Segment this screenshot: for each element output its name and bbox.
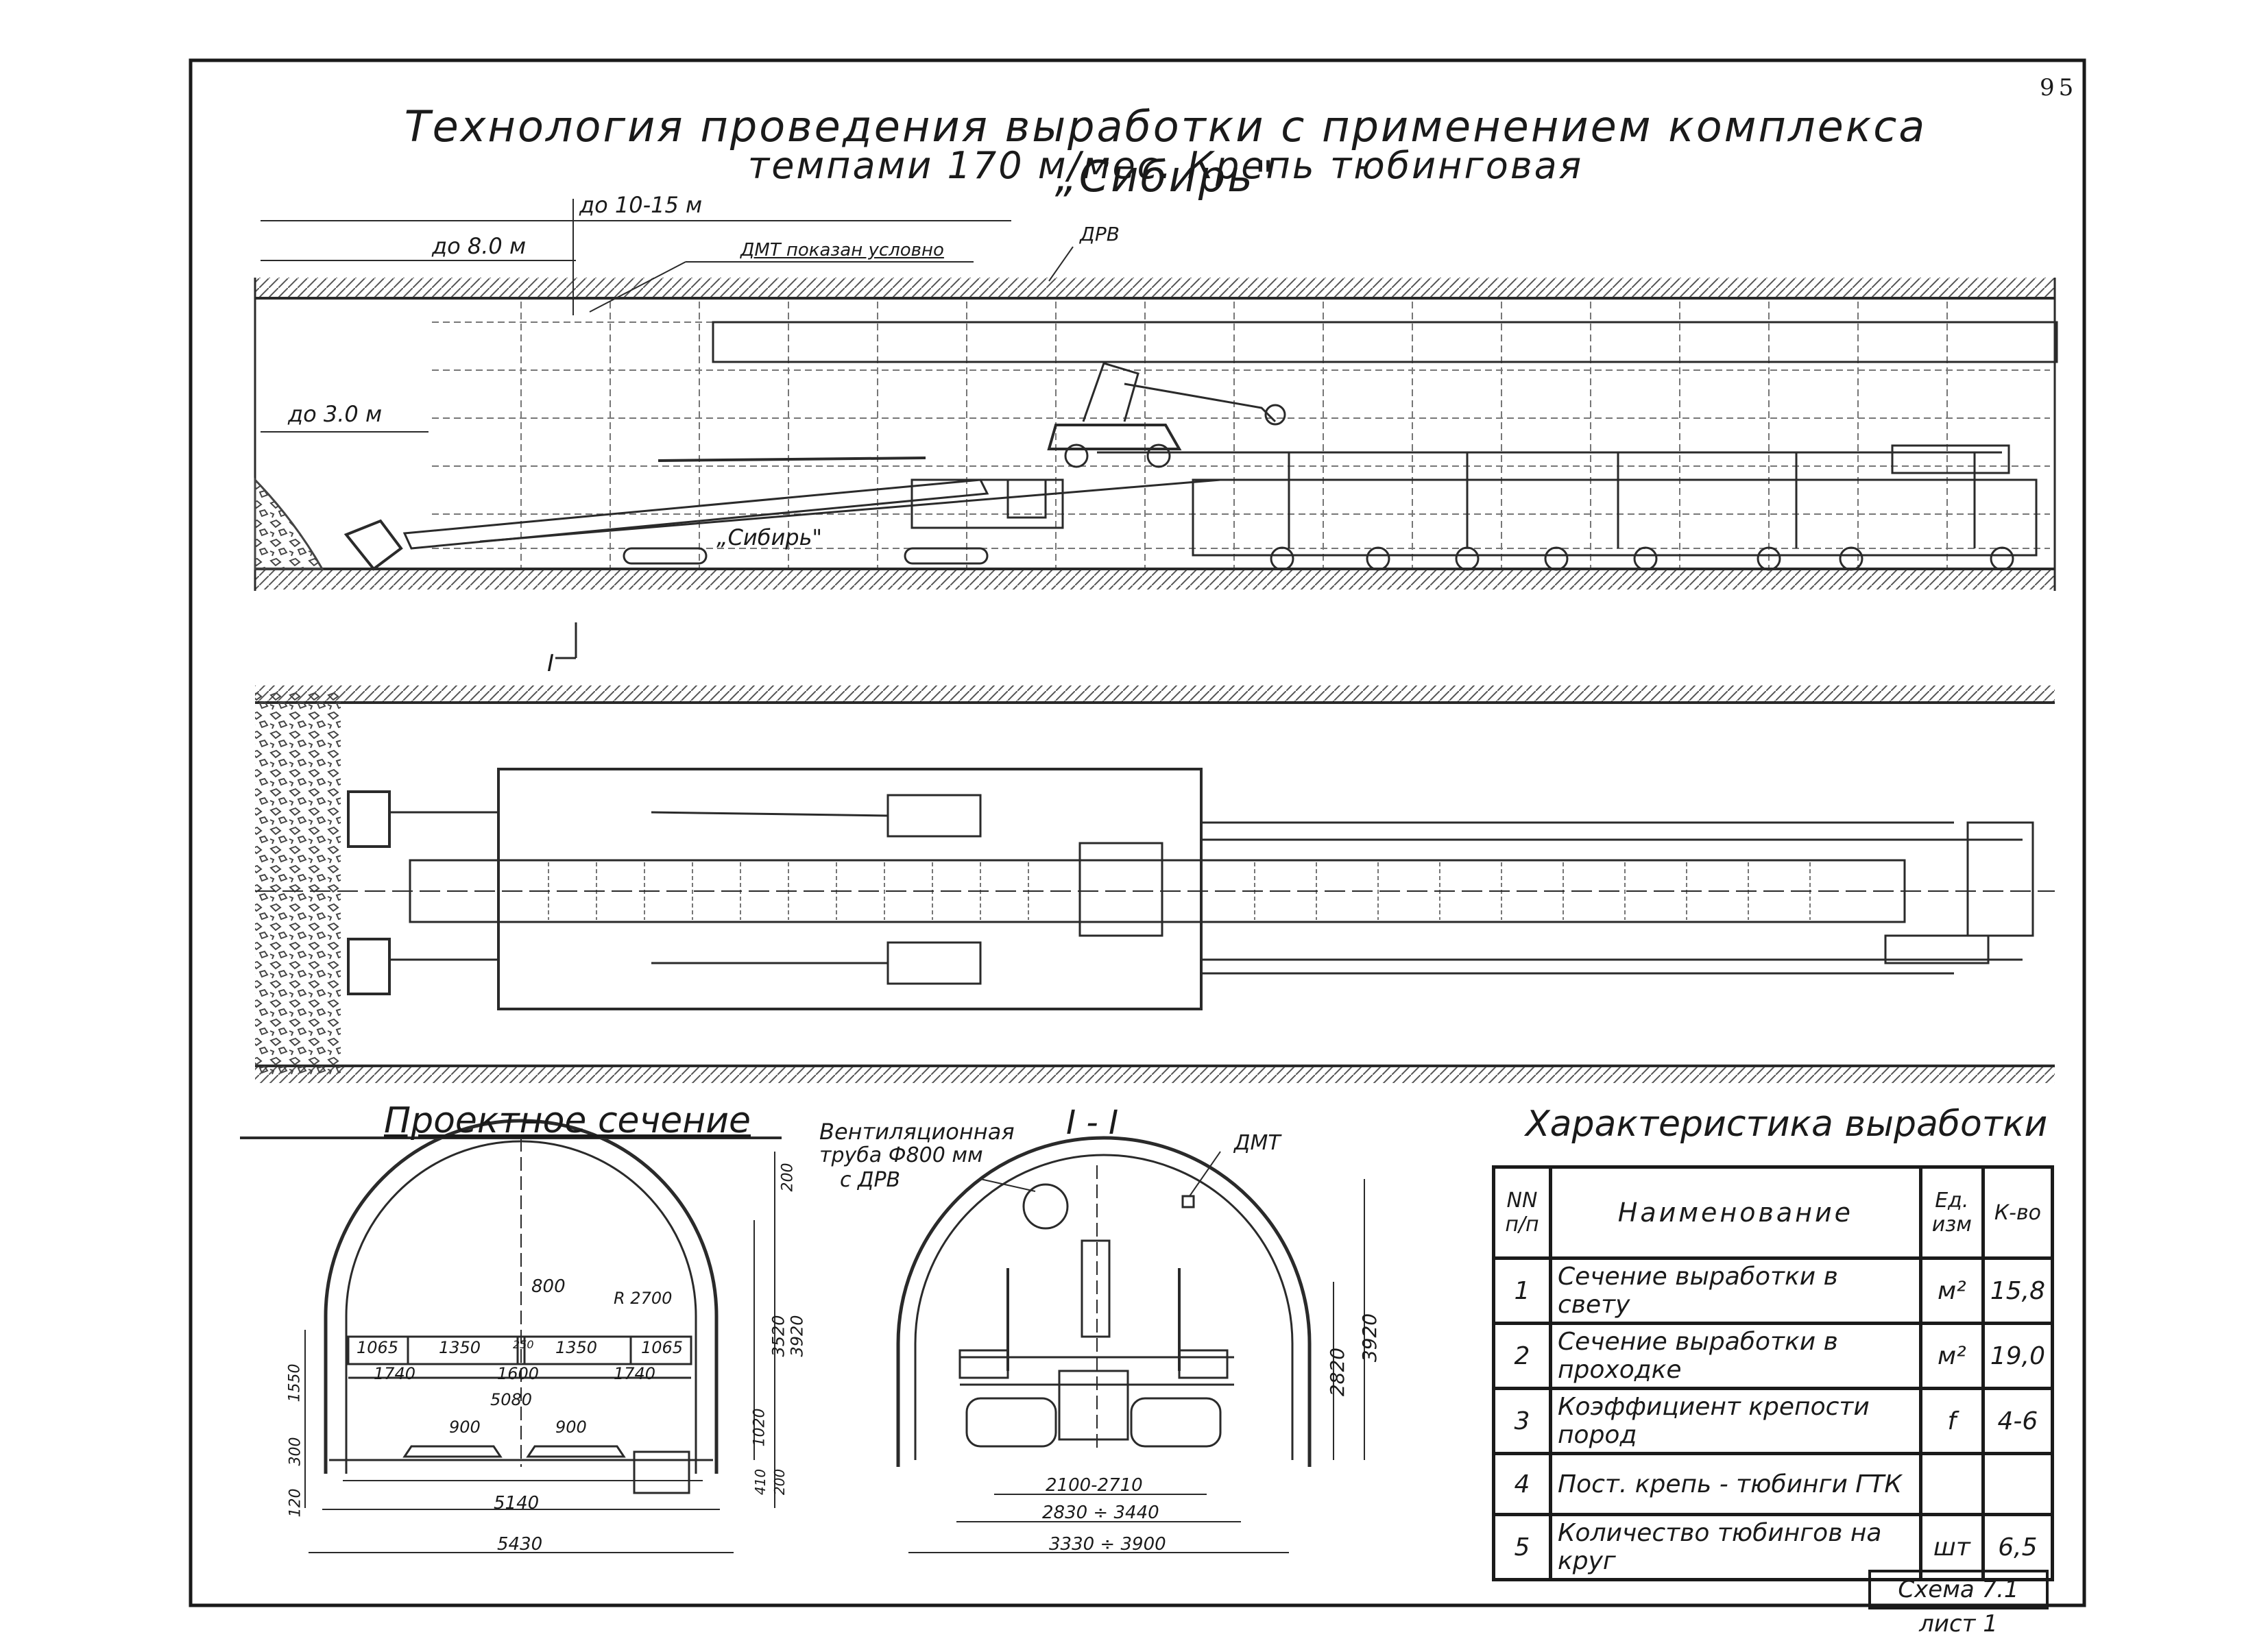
dim-rail-b: 900 bbox=[555, 1418, 587, 1437]
dim-5430: 5430 bbox=[497, 1534, 543, 1555]
dim-rail-a: 900 bbox=[449, 1418, 481, 1437]
row-val: 4-6 bbox=[1981, 1387, 2055, 1455]
table-header-row: NN п/п Наименование Ед. изм К-во bbox=[1492, 1165, 2055, 1260]
row-num: 5 bbox=[1492, 1513, 1552, 1581]
row-unit: f bbox=[1918, 1387, 1985, 1455]
design-cross-section bbox=[240, 1119, 782, 1553]
dmt-note: ДМТ показан условно bbox=[740, 240, 944, 260]
table-row: 3 Коэффициент крепости пород f 4-6 bbox=[1492, 1387, 2055, 1455]
row-unit bbox=[1918, 1452, 1985, 1516]
dim-row1-a: 1065 bbox=[357, 1338, 399, 1357]
header-name: Наименование bbox=[1549, 1165, 1922, 1260]
page-number: 95 bbox=[2040, 74, 2078, 101]
machine-name-label: „Сибирь" bbox=[716, 524, 823, 550]
row-name: Количество тюбингов на круг bbox=[1549, 1513, 1922, 1581]
row-num: 3 bbox=[1492, 1387, 1552, 1455]
design-section-heading: Проектное сечение bbox=[384, 1100, 751, 1141]
table-row: 4 Пост. крепь - тюбинги ГТК bbox=[1492, 1452, 2055, 1516]
dim-row1-c: 250 bbox=[513, 1338, 534, 1351]
dim-3920-design: 3920 bbox=[787, 1315, 807, 1357]
row-unit: м² bbox=[1918, 1322, 1985, 1390]
dim-5080: 5080 bbox=[490, 1390, 533, 1409]
dim-410: 410 bbox=[752, 1468, 769, 1496]
dim-3920-section: 3920 bbox=[1358, 1313, 1382, 1363]
dim-5140: 5140 bbox=[494, 1493, 540, 1514]
table-row: 2 Сечение выработки в проходке м² 19,0 bbox=[1492, 1322, 2055, 1390]
sheet-frame bbox=[189, 58, 2086, 1607]
dim-800: 800 bbox=[531, 1276, 566, 1297]
header-num: NN п/п bbox=[1492, 1165, 1552, 1260]
sheet-stamp: Схема 7.1 лист 1 bbox=[1868, 1570, 2049, 1638]
table-row: 1 Сечение выработки в свету м² 15,8 bbox=[1492, 1256, 2055, 1325]
header-unit: Ед. изм bbox=[1918, 1165, 1985, 1260]
characteristics-heading: Характеристика выработки bbox=[1525, 1104, 2048, 1145]
dim-left-300: 300 bbox=[287, 1437, 304, 1466]
row-name: Сечение выработки в свету bbox=[1549, 1256, 1922, 1325]
dim-2830-3440: 2830 ÷ 3440 bbox=[1042, 1503, 1159, 1523]
cut-mark-label: I bbox=[547, 650, 555, 677]
dim-left-120: 120 bbox=[287, 1488, 304, 1518]
plan-view bbox=[255, 685, 2055, 1083]
dim-row1-b: 1350 bbox=[439, 1338, 481, 1357]
row-unit: м² bbox=[1918, 1256, 1985, 1325]
section-I-I bbox=[896, 1136, 1365, 1553]
row-num: 1 bbox=[1492, 1256, 1552, 1325]
drawing-title: Технология проведения выработки с примен… bbox=[404, 101, 1927, 202]
dim-left-1550: 1550 bbox=[286, 1363, 304, 1402]
dim-row2-b: 1600 bbox=[497, 1364, 540, 1383]
row-num: 4 bbox=[1492, 1452, 1552, 1516]
row-name: Пост. крепь - тюбинги ГТК bbox=[1549, 1452, 1922, 1516]
row-val: 19,0 bbox=[1981, 1322, 2055, 1390]
dim-3330-3900: 3330 ÷ 3900 bbox=[1049, 1534, 1166, 1555]
dim-2820: 2820 bbox=[1326, 1347, 1349, 1397]
dim-label-10-15: до 10-15 м bbox=[579, 192, 703, 218]
header-val: К-во bbox=[1981, 1165, 2055, 1260]
dim-row1-d: 1350 bbox=[555, 1338, 598, 1357]
section-I-I-heading: I - I bbox=[1066, 1104, 1119, 1142]
row-name: Коэффициент крепости пород bbox=[1549, 1387, 1922, 1455]
characteristics-table: NN п/п Наименование Ед. изм К-во 1 Сечен… bbox=[1492, 1165, 2055, 1581]
dim-2100-2710: 2100-2710 bbox=[1046, 1475, 1143, 1496]
dim-label-3: до 3.0 м bbox=[288, 401, 383, 427]
dim-right-200-bottom: 200 bbox=[771, 1468, 788, 1496]
vent-label-1: Вентиляционная bbox=[819, 1119, 1015, 1145]
row-name: Сечение выработки в проходке bbox=[1549, 1322, 1922, 1390]
dim-row1-e: 1065 bbox=[641, 1338, 684, 1357]
vent-label-2: труба Ф800 мм bbox=[819, 1143, 983, 1167]
row-num: 2 bbox=[1492, 1322, 1552, 1390]
dim-r2700: R 2700 bbox=[614, 1289, 673, 1308]
dmt-label: ДМТ bbox=[1234, 1131, 1281, 1155]
dim-row2-c: 1740 bbox=[614, 1364, 656, 1383]
drv-label: ДРВ bbox=[1080, 223, 1120, 245]
dim-right-200-top: 200 bbox=[779, 1163, 797, 1192]
row-val bbox=[1981, 1452, 2055, 1516]
dim-3520: 3520 bbox=[769, 1315, 788, 1357]
table-row: 5 Количество тюбингов на круг шт 6,5 bbox=[1492, 1513, 2055, 1581]
dim-row2-a: 1740 bbox=[374, 1364, 416, 1383]
vent-label-3: с ДРВ bbox=[840, 1168, 901, 1192]
dim-1020: 1020 bbox=[751, 1408, 769, 1447]
longitudinal-section bbox=[254, 199, 2058, 659]
drawing-subtitle: темпами 170 м/мес. Крепь тюбинговая bbox=[747, 144, 1584, 187]
row-val: 15,8 bbox=[1981, 1256, 2055, 1325]
dim-label-8: до 8.0 м bbox=[432, 233, 527, 259]
